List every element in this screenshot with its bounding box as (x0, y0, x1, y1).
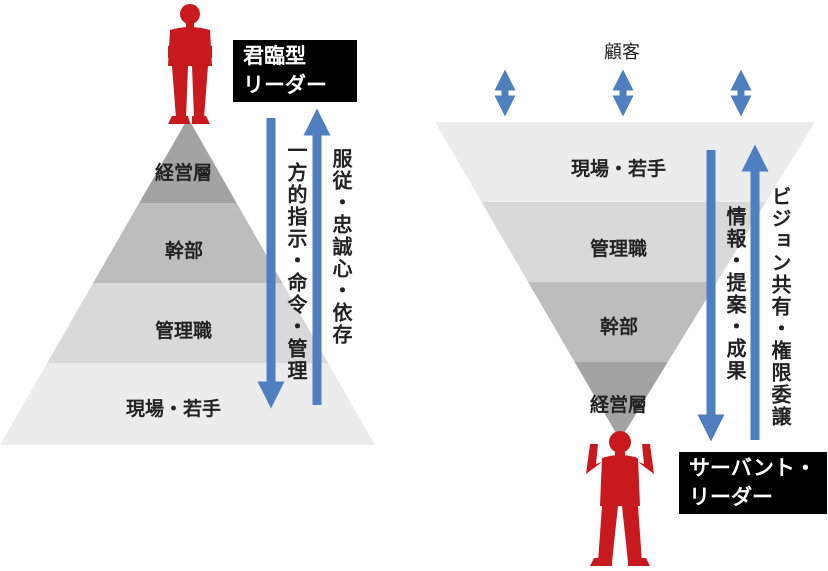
left-down-arrow-text: 一方的指示・命令・管理 (284, 140, 308, 382)
customer-label: 顧客 (604, 42, 640, 63)
right-leader-figure-icon (586, 431, 654, 566)
right-badge: サーバント・ リーダー (679, 452, 827, 514)
right-level-4: 経営層 (590, 394, 648, 416)
right-down-arrow-text: 情報・提案・成果 (723, 206, 747, 382)
right-level-3: 幹部 (600, 316, 639, 338)
right-badge-line2: リーダー (689, 485, 773, 509)
left-badge-line2: リーダー (243, 73, 327, 97)
right-badge-line1: サーバント・ (689, 456, 816, 480)
left-level-3: 管理職 (155, 320, 213, 342)
left-level-1: 経営層 (155, 162, 213, 184)
right-level-2: 管理職 (590, 238, 648, 260)
left-up-arrow-text: 服従・忠誠心・依存 (329, 148, 353, 346)
right-up-arrow-text: ビジョン共有・権限委譲 (768, 186, 792, 428)
left-badge-line1: 君臨型 (243, 44, 306, 68)
right-level-1: 現場・若手 (571, 158, 667, 180)
customer-arrows (494, 69, 752, 117)
left-badge: 君臨型 リーダー (233, 40, 357, 102)
left-level-4: 現場・若手 (126, 398, 222, 420)
left-leader-figure-icon (168, 4, 212, 124)
left-level-2: 幹部 (165, 240, 204, 262)
